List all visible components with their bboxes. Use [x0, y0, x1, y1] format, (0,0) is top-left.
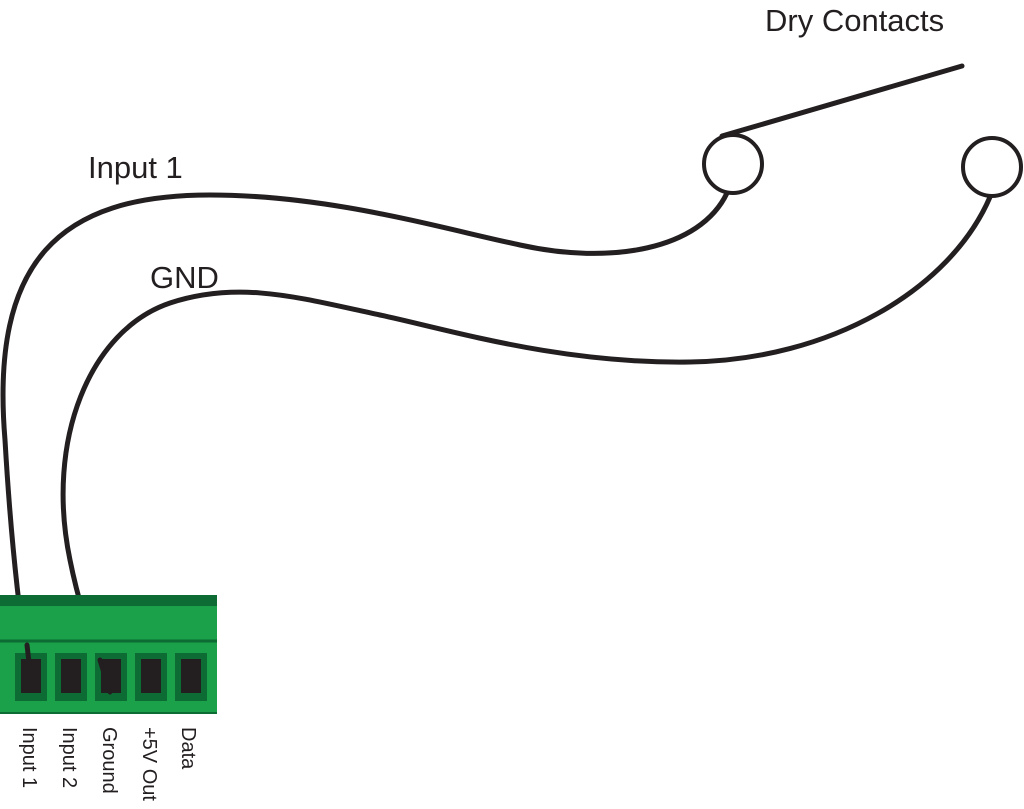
input1-wire [0, 190, 730, 688]
switch-lever [719, 63, 965, 139]
terminal-block [0, 595, 217, 714]
contact-terminal-right [961, 136, 1023, 198]
gnd-wire-label: GND [150, 260, 219, 295]
terminal-hole-data [181, 659, 201, 693]
input1-wire-end [24, 642, 35, 691]
terminal-hole-5v [141, 659, 161, 693]
gnd-wire-end [97, 657, 113, 695]
terminal-hole-input2 [61, 659, 81, 693]
dry-contacts-title: Dry Contacts [765, 3, 945, 38]
pin-label-input1: Input 1 [18, 727, 40, 789]
gnd-wire [60, 194, 993, 693]
terminal-block-top [0, 595, 217, 608]
pin-label-ground: Ground [98, 727, 120, 794]
input1-wire-label: Input 1 [88, 150, 183, 185]
pin-label-data: Data [177, 727, 199, 770]
pin-label-input2: Input 2 [58, 727, 80, 789]
contact-terminal-left [702, 133, 764, 195]
pin-label-5v-out: +5V Out [138, 727, 160, 801]
